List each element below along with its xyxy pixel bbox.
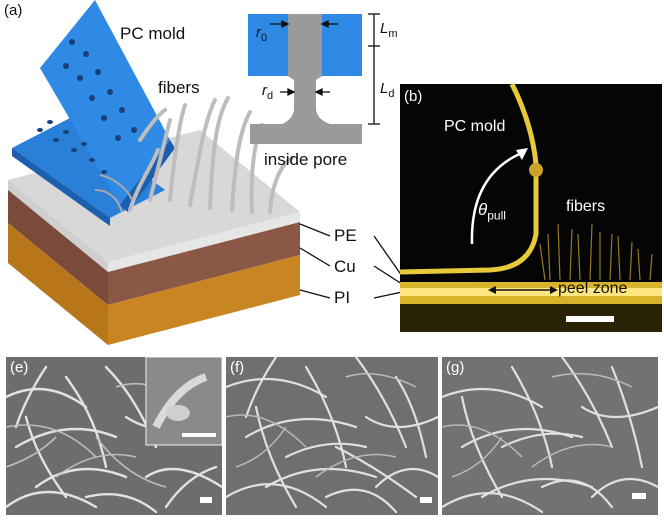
sem-panel-e: (e) [6,357,222,515]
r0-label: r0 [256,24,268,44]
sem-panel-f: (f) [226,357,438,515]
pi-layer-side [108,255,300,345]
rd-label: rd [262,82,274,102]
pc-mold-label: PC mold [120,24,186,43]
panel-b: (b) PC mold θpull fibers peel zone [400,84,662,332]
scale-bar-e [200,497,212,503]
sem-f-image [226,357,438,515]
panel-a-letter: (a) [4,2,23,19]
peel-zone-label: peel zone [558,280,628,297]
scale-bar-f [420,497,432,503]
pi-layer-front [8,223,108,345]
pe-layer-side [108,212,300,272]
panel-b-pc-mold-label: PC mold [444,118,506,135]
layer-leader-lines [299,223,400,299]
cu-layer-side [108,222,300,305]
dimension-lines [270,13,380,125]
layer-label-pe: PE [334,226,357,245]
fiber-strands [128,96,294,214]
panel-e-letter: (e) [10,359,29,376]
sem-g-image [442,357,658,515]
ld-label: Ld [380,80,395,100]
mold-holes [37,39,137,174]
fibers-label: fibers [158,78,200,97]
panel-b-micrograph [400,84,662,332]
scale-bar-g [632,493,646,499]
theta-pull-label: θpull [478,200,506,223]
panel-f-letter: (f) [230,359,245,376]
layer-label-pi: PI [334,288,351,307]
mold-tilted-plate [40,0,170,205]
mold-bottom-edge [12,148,110,226]
scale-bar-e-inset [182,433,216,437]
panel-b-letter: (b) [404,88,423,105]
inside-pore-label: inside pore [264,150,348,169]
layer-label-cu: Cu [334,257,356,276]
pe-layer-front [8,180,108,272]
cu-layer-front [8,190,108,305]
sem-panel-g: (g) [442,357,658,515]
fiber-shadows [94,174,133,213]
panel-a-illustration [8,0,400,345]
panel-a: (a) PC mold fibers inside pore r0 rd Lm … [0,0,400,345]
scale-bar-b [566,316,614,322]
panel-b-fibers-label: fibers [566,198,606,215]
lm-label: Lm [380,20,398,40]
panel-g-letter: (g) [446,359,465,376]
pore-shape [250,14,362,144]
sem-e-image [6,357,222,515]
